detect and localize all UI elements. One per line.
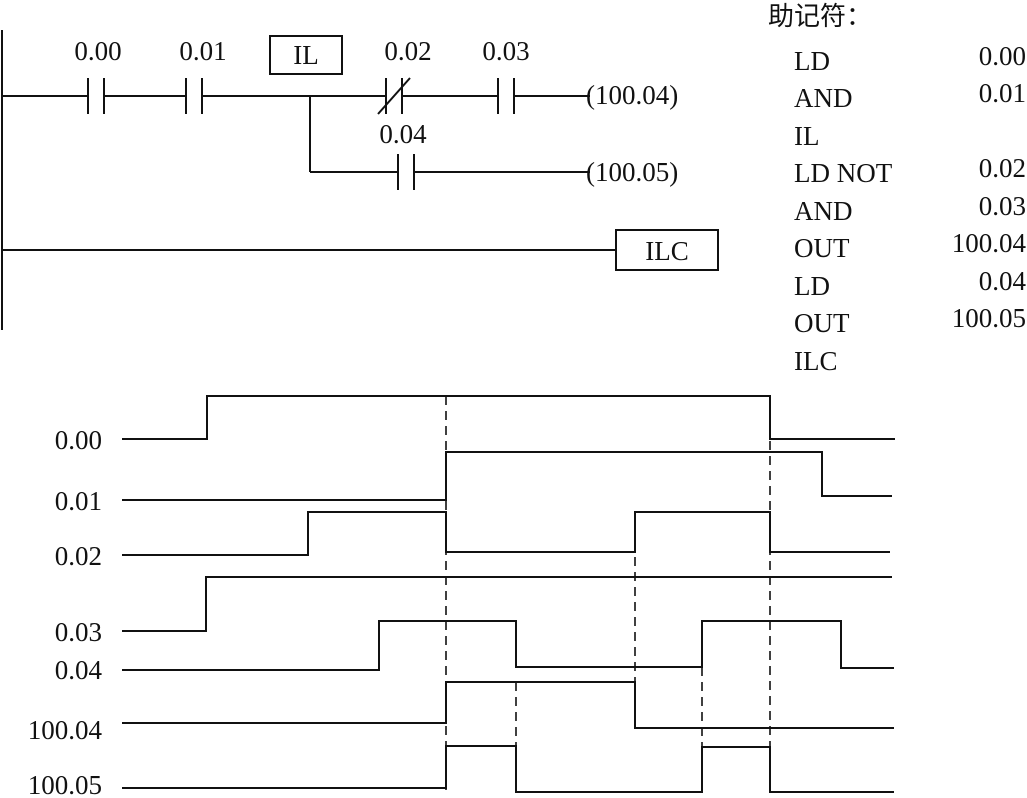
- coil-100-04: (100.04): [586, 80, 678, 110]
- contact-label-0-01: 0.01: [179, 36, 226, 66]
- signal-label: 0.02: [55, 541, 102, 571]
- mnemonic-addr: 0.02: [979, 153, 1026, 183]
- contact-0-04: [397, 154, 415, 190]
- waveform-0-03: [122, 576, 892, 632]
- mnemonic-op: AND: [794, 196, 853, 226]
- signal-label: 0.01: [55, 486, 102, 516]
- contact-label-0-03: 0.03: [482, 36, 529, 66]
- mnemonic-op: LD NOT: [794, 158, 893, 188]
- contact-0-00: [87, 78, 105, 114]
- mnemonic-op: LD: [794, 46, 830, 76]
- ilc-box-label: ILC: [645, 236, 689, 266]
- mnemonic-op: ILC: [794, 346, 838, 376]
- rung-2: ILC: [2, 229, 719, 271]
- waveform-0-00: [122, 395, 895, 440]
- mnemonic-addr: 0.01: [979, 78, 1026, 108]
- mnemonic-addr: 100.04: [952, 228, 1027, 258]
- mnemonic-addr: 0.04: [979, 266, 1027, 296]
- il-box-label: IL: [293, 40, 318, 70]
- mnemonic-addr: 0.03: [979, 191, 1026, 221]
- mnemonic-op: IL: [794, 121, 819, 151]
- mnemonic-op: OUT: [794, 308, 850, 338]
- coil-100-05: (100.05): [586, 157, 678, 187]
- contact-0-01: [185, 78, 203, 114]
- timing-diagram: 0.00 0.01 0.02 0.03 0.04 100.04 100.05: [28, 395, 895, 798]
- ladder-diagram: IL 0.00 0.01 0.02 0.03 0.04 (100.04) (10…: [1, 30, 719, 330]
- waveform-0-02: [122, 511, 890, 556]
- signal-label: 100.05: [28, 770, 102, 798]
- mnemonic-title: 助记符：: [768, 2, 872, 31]
- signal-label: 0.04: [55, 655, 103, 685]
- mnemonic-list: 助记符： LD 0.00 AND 0.01 IL LD NOT 0.02 AND…: [768, 2, 1027, 376]
- contact-label-0-04: 0.04: [379, 119, 427, 149]
- signal-label: 0.03: [55, 617, 102, 647]
- rung-1: IL 0.00 0.01 0.02 0.03 0.04 (100.04) (10…: [2, 35, 678, 190]
- mnemonic-op: OUT: [794, 233, 850, 263]
- mnemonic-addr: 0.00: [979, 41, 1026, 71]
- contact-label-0-02: 0.02: [384, 36, 431, 66]
- signal-label: 0.00: [55, 425, 102, 455]
- mnemonic-addr: 100.05: [952, 303, 1026, 333]
- il-box: [269, 35, 343, 75]
- ilc-box: [615, 229, 719, 271]
- waveform-0-04: [122, 620, 894, 671]
- mnemonic-op: LD: [794, 271, 830, 301]
- contact-label-0-00: 0.00: [74, 36, 121, 66]
- mnemonic-op: AND: [794, 83, 853, 113]
- contact-0-03: [497, 78, 515, 114]
- waveform-0-01: [122, 451, 892, 501]
- signal-label: 100.04: [28, 715, 103, 745]
- waveform-100-05: [122, 745, 894, 793]
- waveform-100-04: [122, 681, 894, 729]
